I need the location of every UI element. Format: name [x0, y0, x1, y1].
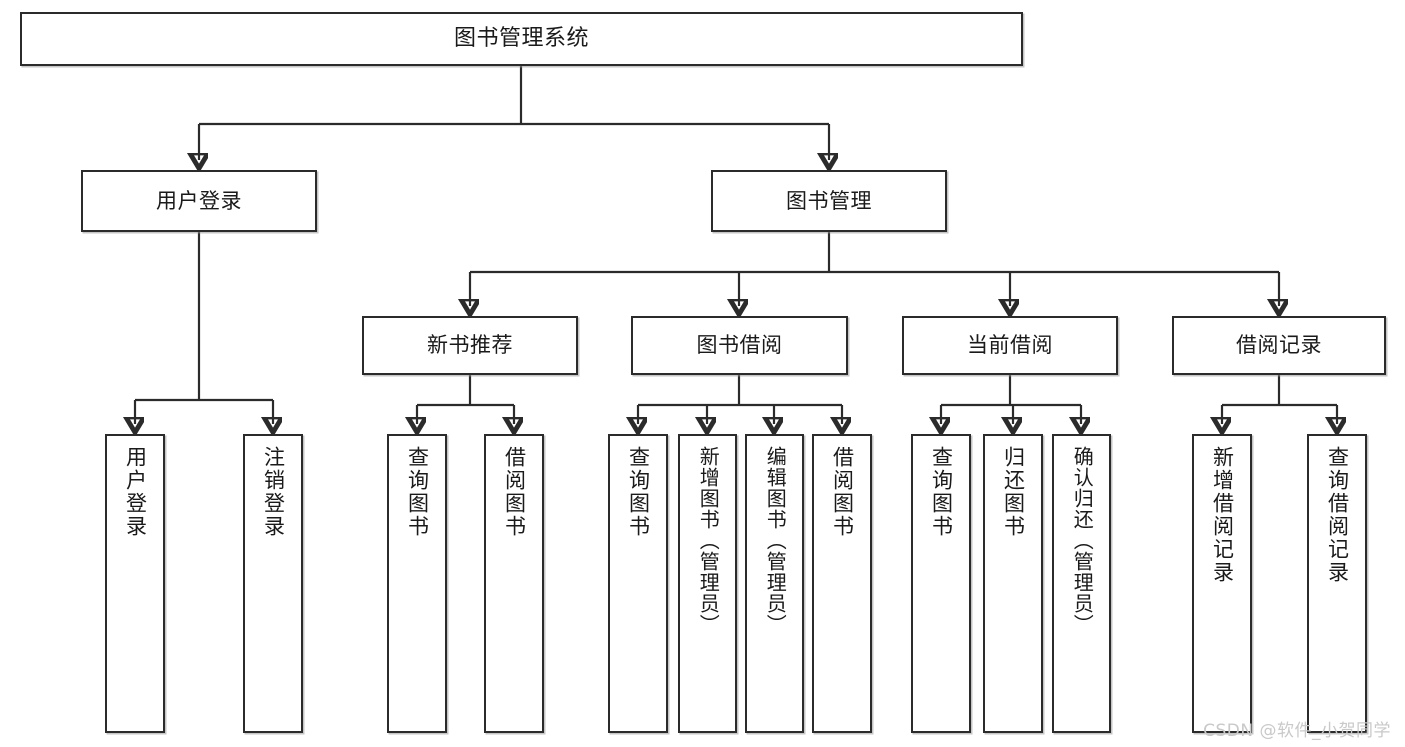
- node-leaf-confirm-return[interactable]: 确认归还（管理员）: [1052, 434, 1111, 733]
- node-leaf-user-login-label: 用户登录: [123, 446, 148, 538]
- node-leaf-query-book-1[interactable]: 查询图书: [387, 434, 447, 733]
- node-leaf-return-book[interactable]: 归还图书: [983, 434, 1043, 733]
- node-leaf-logout-label: 注销登录: [261, 446, 286, 538]
- node-leaf-borrow-book-1-label: 借阅图书: [502, 446, 527, 538]
- node-leaf-return-book-label: 归还图书: [1001, 446, 1026, 538]
- node-book-borrow-label: 图书借阅: [696, 333, 783, 358]
- node-root-label: 图书管理系统: [453, 26, 589, 52]
- node-leaf-add-record-label: 新增借阅记录: [1210, 446, 1235, 584]
- node-leaf-add-book[interactable]: 新增图书（管理员）: [678, 434, 737, 733]
- node-leaf-query-book-2[interactable]: 查询图书: [608, 434, 668, 733]
- node-leaf-logout[interactable]: 注销登录: [243, 434, 303, 733]
- node-leaf-query-book-1-label: 查询图书: [405, 446, 430, 538]
- node-root[interactable]: 图书管理系统: [20, 12, 1023, 66]
- node-leaf-borrow-book-2[interactable]: 借阅图书: [812, 434, 872, 733]
- node-current-borrow-label: 当前借阅: [967, 333, 1053, 358]
- node-leaf-borrow-book-1[interactable]: 借阅图书: [484, 434, 544, 733]
- node-leaf-edit-book[interactable]: 编辑图书（管理员）: [745, 434, 804, 733]
- node-leaf-add-book-label: 新增图书（管理员）: [696, 446, 721, 635]
- node-borrow-record-label: 借阅记录: [1236, 333, 1322, 358]
- node-book-manage[interactable]: 图书管理: [711, 170, 947, 232]
- node-user-login[interactable]: 用户登录: [81, 170, 317, 232]
- node-leaf-user-login[interactable]: 用户登录: [105, 434, 165, 733]
- node-current-borrow[interactable]: 当前借阅: [902, 316, 1118, 375]
- node-leaf-query-record[interactable]: 查询借阅记录: [1307, 434, 1367, 733]
- node-leaf-query-book-3-label: 查询图书: [929, 446, 954, 538]
- node-leaf-query-book-3[interactable]: 查询图书: [911, 434, 971, 733]
- node-leaf-borrow-book-2-label: 借阅图书: [830, 446, 855, 538]
- node-user-login-label: 用户登录: [156, 188, 242, 213]
- node-book-borrow[interactable]: 图书借阅: [631, 316, 848, 375]
- node-new-book-recommend[interactable]: 新书推荐: [362, 316, 578, 375]
- node-leaf-query-book-2-label: 查询图书: [626, 446, 651, 538]
- node-book-manage-label: 图书管理: [786, 188, 872, 213]
- node-borrow-record[interactable]: 借阅记录: [1172, 316, 1386, 375]
- node-leaf-add-record[interactable]: 新增借阅记录: [1192, 434, 1252, 733]
- node-leaf-query-record-label: 查询借阅记录: [1325, 446, 1350, 584]
- node-new-book-recommend-label: 新书推荐: [427, 333, 513, 358]
- watermark-text: CSDN @软件_小贺同学: [1203, 721, 1391, 741]
- node-leaf-edit-book-label: 编辑图书（管理员）: [763, 446, 788, 635]
- node-leaf-confirm-return-label: 确认归还（管理员）: [1070, 446, 1095, 635]
